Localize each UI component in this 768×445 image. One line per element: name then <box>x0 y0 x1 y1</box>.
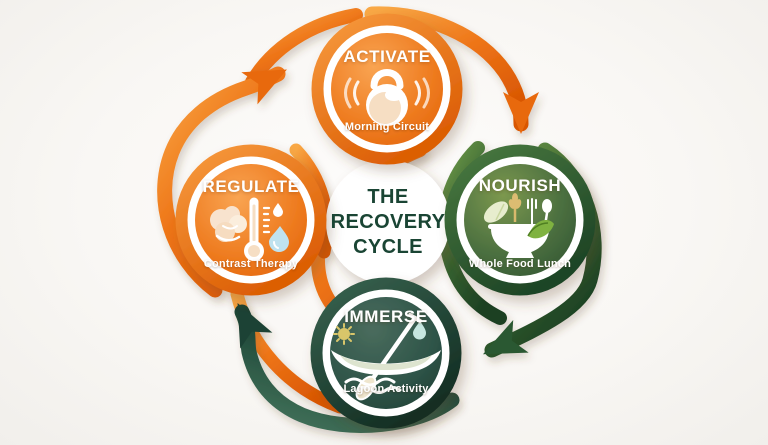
cycle-arrows <box>157 6 602 433</box>
steam-cloud <box>210 206 247 242</box>
canoe-icon <box>331 313 441 401</box>
kettlebell-icon <box>344 69 430 126</box>
arrow-activate-to-nourish <box>364 6 539 134</box>
arrow-regulate-to-activate <box>157 66 287 298</box>
sun-glyph <box>333 323 355 345</box>
nutrition-bowl-icon <box>483 193 554 258</box>
ribbon-nourish-loop <box>438 141 507 325</box>
droplet-glyph <box>413 321 426 340</box>
center-hub <box>326 160 450 284</box>
badge-activate <box>311 13 463 165</box>
contrast-therapy-icon <box>210 197 289 261</box>
badge-nourish <box>444 144 596 296</box>
badge-regulate <box>175 144 327 296</box>
badge-immerse <box>310 277 462 429</box>
